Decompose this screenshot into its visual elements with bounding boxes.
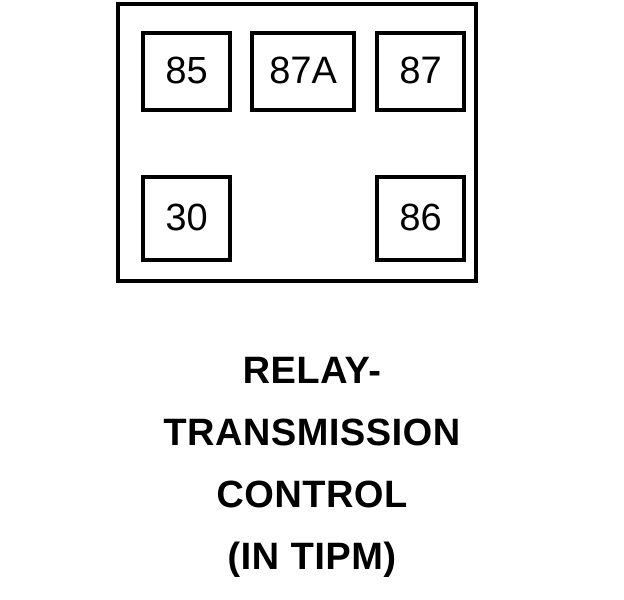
pin-label-87: 87 <box>399 49 442 92</box>
pin-terminal-30: 30 <box>141 175 232 262</box>
pin-label-30: 30 <box>165 196 208 239</box>
diagram-caption: RELAY- TRANSMISSION CONTROL (IN TIPM) <box>0 340 624 588</box>
pin-label-85: 85 <box>165 49 208 92</box>
pin-label-86: 86 <box>399 196 442 239</box>
caption-line-3: CONTROL <box>216 474 408 516</box>
pin-label-87a: 87A <box>269 49 337 92</box>
pin-terminal-86: 86 <box>375 175 466 262</box>
pin-terminal-87a: 87A <box>250 31 356 112</box>
pin-terminal-87: 87 <box>375 31 466 112</box>
pin-terminal-85: 85 <box>141 31 232 112</box>
caption-line-2: TRANSMISSION <box>163 412 461 454</box>
caption-line-1: RELAY- <box>242 350 382 392</box>
relay-body-outline: 85 87A 87 30 86 <box>116 2 478 283</box>
caption-line-4: (IN TIPM) <box>227 536 397 578</box>
